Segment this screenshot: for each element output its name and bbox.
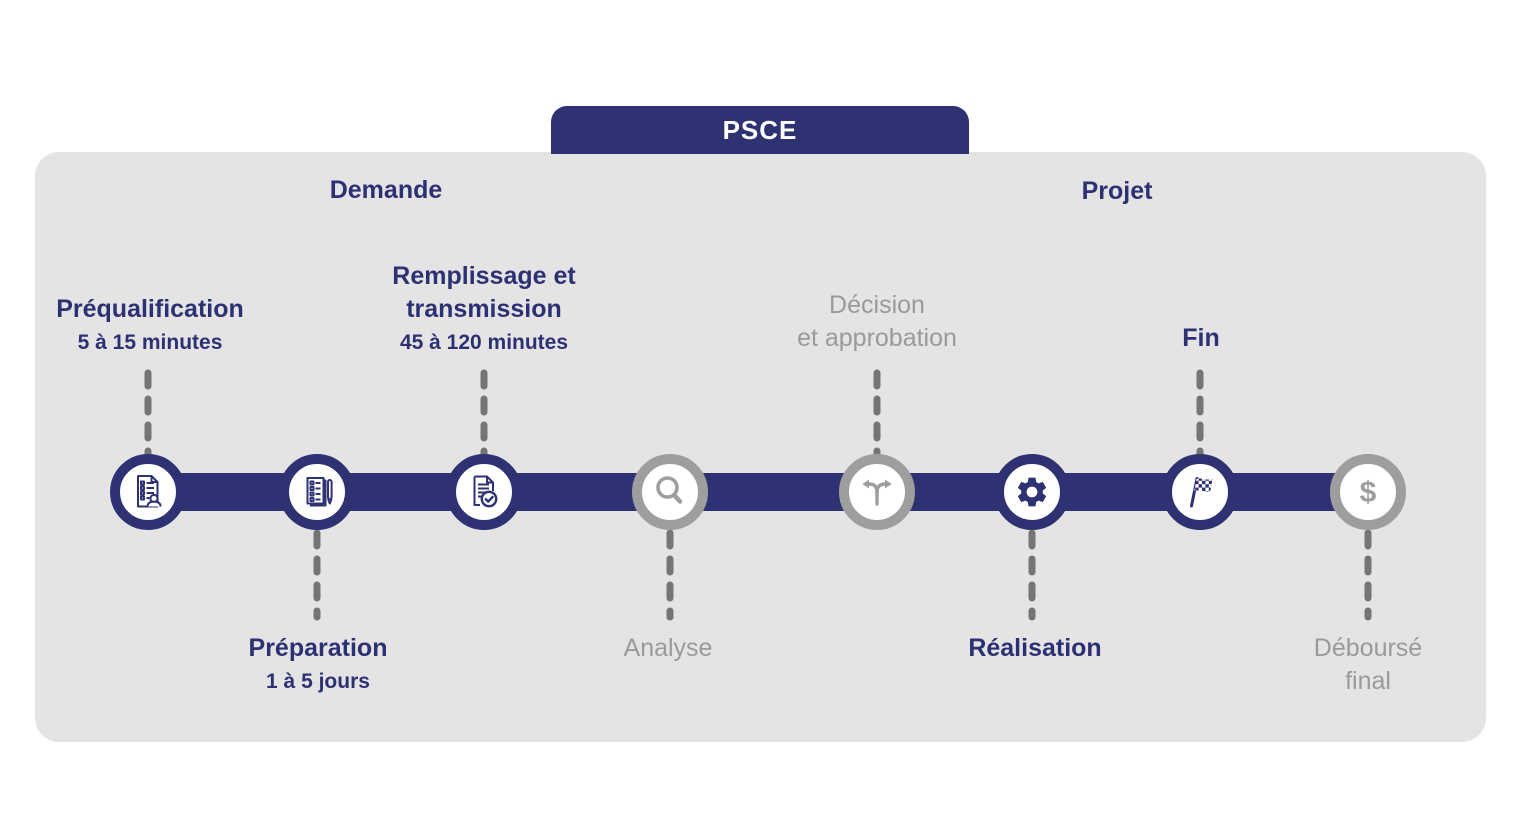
milestone-title: Fin bbox=[1182, 324, 1220, 352]
dashed-connector bbox=[1364, 529, 1372, 621]
section-label-demande: Demande bbox=[329, 176, 443, 204]
dashed-connector bbox=[144, 369, 152, 459]
milestone-label-fin: Fin bbox=[1182, 322, 1220, 355]
milestone-label-analyse: Analyse bbox=[624, 632, 713, 665]
dashed-connector bbox=[666, 529, 674, 621]
gear-icon bbox=[1017, 477, 1047, 507]
milestone-title: Décision et approbation bbox=[797, 291, 957, 352]
milestone-node-analyse bbox=[632, 454, 708, 530]
milestone-title: Réalisation bbox=[968, 634, 1102, 662]
dashed-connector bbox=[1028, 529, 1036, 621]
milestone-node-debourse-final: $ bbox=[1330, 454, 1406, 530]
dashed-connector bbox=[480, 369, 488, 459]
milestone-title: Déboursé final bbox=[1313, 634, 1423, 695]
milestone-subtitle: 5 à 15 minutes bbox=[77, 331, 223, 354]
milestone-label-remplissage: Remplissage et transmission 45 à 120 min… bbox=[392, 260, 575, 355]
section-label-projet: Projet bbox=[1081, 177, 1153, 205]
milestone-node-remplissage bbox=[446, 454, 522, 530]
milestone-node-fin bbox=[1162, 454, 1238, 530]
checklist-person-icon bbox=[137, 475, 162, 508]
dashed-connector bbox=[873, 369, 881, 459]
milestone-subtitle: 1 à 5 jours bbox=[266, 670, 370, 693]
milestone-title: Préqualification bbox=[56, 295, 244, 323]
milestone-label-decision: Décision et approbation bbox=[797, 289, 957, 355]
checklist-pen-icon bbox=[306, 477, 333, 507]
svg-text:$: $ bbox=[1360, 476, 1377, 509]
milestone-label-debourse-final: Déboursé final bbox=[1292, 632, 1445, 698]
milestone-node-decision bbox=[839, 454, 915, 530]
magnifier-icon bbox=[656, 476, 683, 504]
milestone-label-preparation: Préparation 1 à 5 jours bbox=[249, 632, 388, 694]
milestone-node-prequalification bbox=[110, 454, 186, 530]
milestone-node-realisation bbox=[994, 454, 1070, 530]
psce-tab: PSCE bbox=[551, 106, 969, 154]
checkered-flag-icon bbox=[1190, 477, 1213, 508]
dollar-icon: $ bbox=[1360, 476, 1377, 509]
document-check-icon bbox=[473, 475, 498, 508]
dashed-connector bbox=[1196, 369, 1204, 459]
milestone-node-preparation bbox=[279, 454, 355, 530]
milestone-label-prequalification: Préqualification 5 à 15 minutes bbox=[56, 293, 244, 355]
fork-arrows-icon bbox=[862, 479, 892, 506]
dashed-connector bbox=[313, 529, 321, 621]
milestone-title: Remplissage et transmission bbox=[392, 262, 576, 323]
psce-tab-label: PSCE bbox=[722, 114, 798, 145]
milestone-title: Analyse bbox=[623, 634, 713, 662]
milestone-label-realisation: Réalisation bbox=[968, 632, 1101, 665]
timeline-panel bbox=[35, 152, 1486, 742]
milestone-subtitle: 45 à 120 minutes bbox=[399, 331, 569, 354]
milestone-title: Préparation bbox=[248, 634, 388, 662]
